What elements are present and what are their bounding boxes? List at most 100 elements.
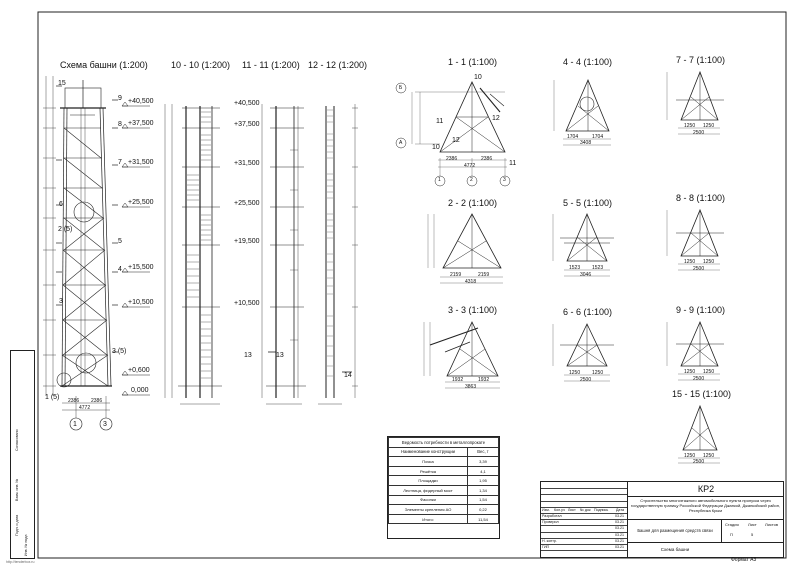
header-cell: Подпись xyxy=(594,507,609,512)
row-weight: 1,34 xyxy=(467,484,499,496)
dimension: 1250 xyxy=(569,370,581,376)
tower-mark: 4 xyxy=(118,266,122,273)
section-3-3-drawing xyxy=(423,321,500,389)
date-cell: 03.21 xyxy=(615,532,624,537)
revision-header-row: Изм. Кол.уч Лист № док Подпись Дата xyxy=(541,507,627,514)
section-6-6-title: 6 - 6 (1:100) xyxy=(563,307,613,317)
row-name: Фасонки xyxy=(388,494,468,506)
tower-mark: 5 xyxy=(118,238,122,245)
member-mark: 10 xyxy=(432,144,440,151)
steel-requirement-table: Ведомость потребности в металлопрокате Н… xyxy=(387,436,500,539)
sheet-format: Формат А3 xyxy=(731,557,757,563)
dimension: 1250 xyxy=(703,259,715,265)
tower-mark: 9 xyxy=(118,95,122,102)
tower-mark: 2 (5) xyxy=(58,226,73,233)
section-mark: 13 xyxy=(244,352,252,359)
axis-label: 3 xyxy=(103,421,107,428)
row-weight: 3,39 xyxy=(467,456,499,467)
side-stamp-label: Подп. и дата xyxy=(15,514,19,536)
sheet-label: Лист xyxy=(748,522,757,527)
elevation-label: +40,500 xyxy=(128,98,154,105)
tower-mark: 6 xyxy=(59,201,63,208)
section-9-9-drawing xyxy=(666,320,724,381)
dimension: 2500 xyxy=(580,377,592,383)
date-cell: 03.21 xyxy=(615,514,624,518)
tower-mark: 3 xyxy=(59,298,63,305)
section-11-11 xyxy=(261,104,306,405)
dimension: 1250 xyxy=(684,369,696,375)
row-weight: 1,95 xyxy=(467,475,499,486)
tower-mark: 3 (5) xyxy=(112,348,127,355)
stage-label: Стадия xyxy=(725,522,739,527)
column-header: Наименование конструкции xyxy=(388,446,468,458)
header-cell: № док xyxy=(580,507,591,512)
dimension: 1250 xyxy=(684,259,696,265)
title-block: Изм. Кол.уч Лист № док Подпись Дата Разр… xyxy=(540,481,784,558)
dimension: 3863 xyxy=(465,384,477,390)
dimension: 1250 xyxy=(592,370,604,376)
row-weight: 0,22 xyxy=(467,504,499,515)
dimension: 2386 xyxy=(481,156,493,162)
tower-mark: 8 xyxy=(118,121,122,128)
dimension: 3408 xyxy=(580,140,592,146)
member-mark: 12 xyxy=(492,115,500,122)
object-name: Башня для размещения средств связи xyxy=(627,520,722,543)
header-cell: Дата xyxy=(616,507,624,512)
header-cell: Изм. xyxy=(542,507,550,512)
dimension: 2500 xyxy=(693,130,705,136)
date-cell: 03.21 xyxy=(615,520,624,525)
section-9-9-title: 9 - 9 (1:100) xyxy=(676,305,726,315)
section-2-2-drawing xyxy=(427,213,503,284)
sheet-value: 5 xyxy=(751,532,754,537)
dimension: 2159 xyxy=(450,272,462,278)
section-4-4-title: 4 - 4 (1:100) xyxy=(563,57,613,67)
date-cell: 03.21 xyxy=(615,538,624,543)
dimension: 1250 xyxy=(703,453,715,459)
section-mark: 13 xyxy=(276,352,284,359)
section-1-1-title: 1 - 1 (1:100) xyxy=(448,57,498,67)
section-1-1-drawing xyxy=(395,81,511,187)
side-stamp-label: Согласовано xyxy=(15,429,19,451)
role-cell: ГИП xyxy=(542,545,550,549)
member-mark: 11 xyxy=(436,118,444,125)
section-10-10 xyxy=(164,104,222,405)
project-description: Строительство многоэтажного автомобильно… xyxy=(627,496,783,520)
header-cell: Лист xyxy=(568,507,576,512)
dimension: 4772 xyxy=(79,405,91,411)
tower-mark: 1 (5) xyxy=(45,394,60,401)
dimension: 2159 xyxy=(478,272,490,278)
row-weight: 4,1 xyxy=(467,465,499,477)
elevation-label: 0,000 xyxy=(131,387,149,394)
elevation-label: +19,500 xyxy=(234,238,260,245)
dimension: 2386 xyxy=(91,398,103,404)
axis-label: Б xyxy=(399,85,403,91)
elevation-label: +15,500 xyxy=(128,264,154,271)
section-15-15-title: 15 - 15 (1:100) xyxy=(672,389,732,399)
table-title: Ведомость потребности в металлопрокате xyxy=(388,437,499,448)
elevation-label: +31,500 xyxy=(234,160,260,167)
dimension: 1523 xyxy=(592,265,604,271)
section-7-7-drawing xyxy=(666,70,724,135)
sheets-label: Листов xyxy=(765,522,778,527)
section-8-8-drawing xyxy=(666,208,724,271)
side-stamp-label: Инв. № подл. xyxy=(24,533,28,556)
section-6-6-drawing xyxy=(552,323,614,382)
axis-label: 1 xyxy=(73,421,77,428)
elevation-label: +10,500 xyxy=(234,300,260,307)
date-cell: 03.21 xyxy=(615,545,624,549)
revision-grid: Изм. Кол.уч Лист № док Подпись Дата Разр… xyxy=(541,482,627,557)
date-cell: 03.21 xyxy=(615,526,624,531)
elevation-label: +37,500 xyxy=(128,120,154,127)
member-mark: 10 xyxy=(474,74,482,81)
section-5-5-drawing xyxy=(552,212,614,277)
section-12-12 xyxy=(318,104,358,405)
dimension: 1250 xyxy=(684,123,696,129)
section-mark: 14 xyxy=(344,372,352,379)
row-name: Решётка xyxy=(388,465,468,477)
sheet-name: Схема башни xyxy=(627,542,722,557)
stage-value: П xyxy=(730,532,733,537)
